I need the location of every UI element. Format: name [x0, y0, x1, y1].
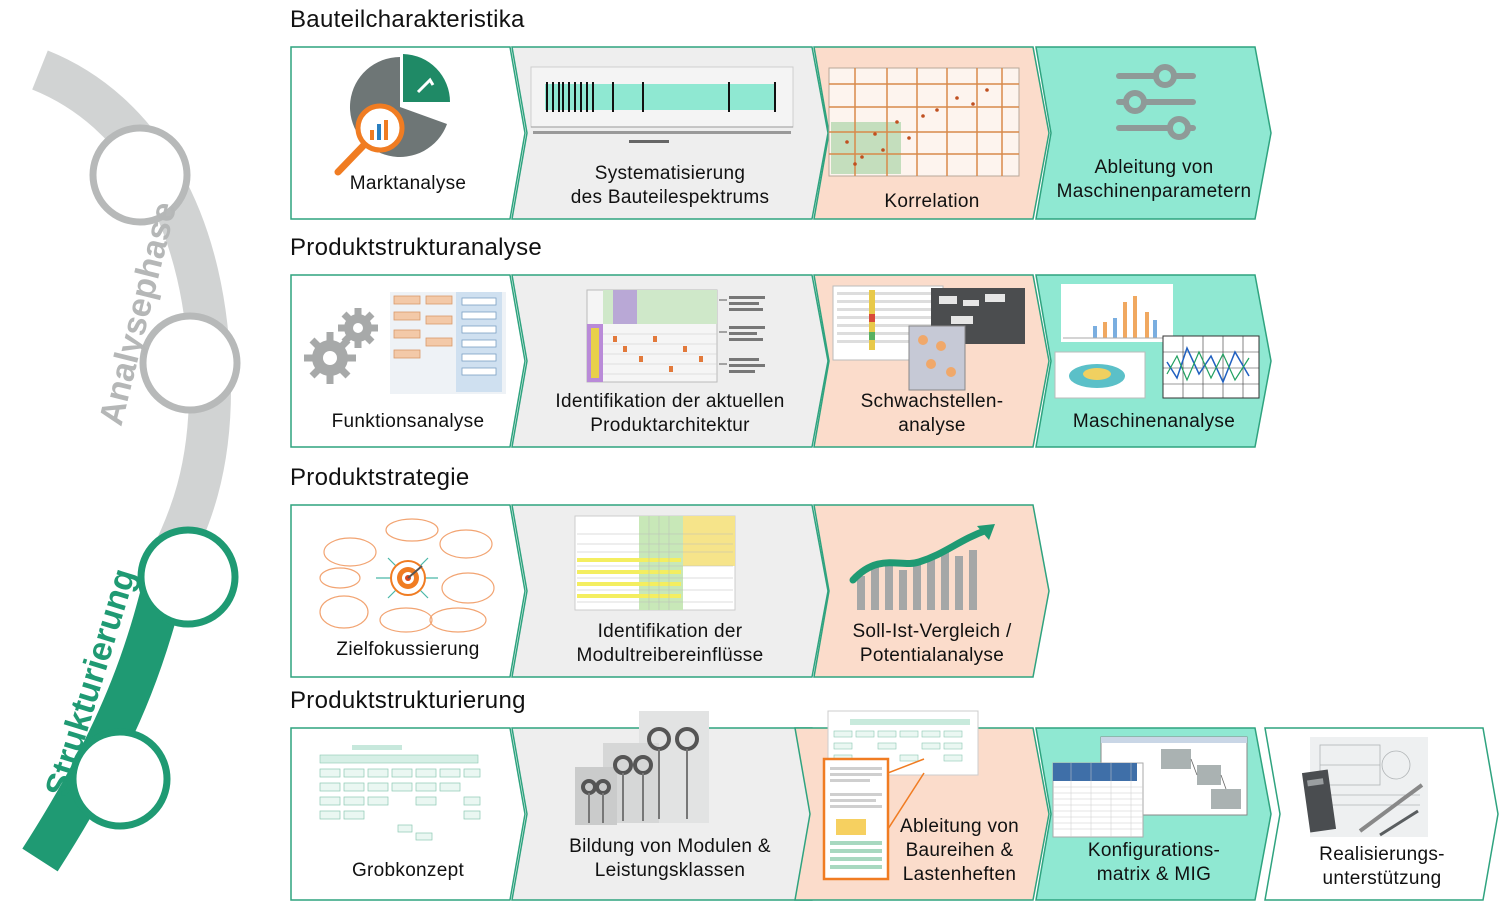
card-label-4-1: Grobkonzept — [351, 860, 465, 881]
card-module-leistungsklassen: Bildung von Modulen & Leistungsklassen — [511, 711, 829, 901]
concept-diagram — [319, 745, 481, 841]
card-label-4-3: Ableitung von Baureihen & Lastenheften — [899, 816, 1020, 885]
card-label-3-3: Soll-Ist-Vergleich / Potentialanalyse — [852, 621, 1012, 666]
milestone-circle-2 — [139, 312, 241, 414]
row-title-3: Produktstrategie — [290, 464, 470, 491]
card-label-2-2: Identifikation der aktuellen Produktarch… — [555, 391, 785, 436]
correlation-scatter-chart — [828, 67, 1020, 177]
card-grobkonzept: Grobkonzept — [290, 727, 526, 901]
card-modultreiber: Identifikation der Modultreibereinflüsse — [511, 504, 829, 678]
row-title-4: Produktstrukturierung — [290, 687, 526, 714]
card-label-1-1: Marktanalyse — [349, 173, 467, 194]
length-spectrum-chart — [530, 66, 794, 143]
card-label-1-2: Systematisierung des Bauteilespektrums — [570, 163, 770, 208]
card-label-2-1: Funktionsanalyse — [331, 411, 485, 432]
card-realisierung: Realisierungs- unterstützung — [1264, 727, 1500, 901]
card-systematisierung: Systematisierung des Bauteilespektrums — [511, 46, 829, 220]
gears-icon — [304, 308, 378, 384]
milestone-circle-4 — [69, 728, 171, 830]
card-label-2-3: Schwachstellen- analyse — [860, 391, 1004, 436]
card-label-1-3: Korrelation — [884, 191, 980, 212]
card-marktanalyse: Marktanalyse — [290, 46, 526, 220]
card-maschinenanalyse: Maschinenanalyse — [1035, 274, 1273, 448]
function-tree-diagram — [390, 292, 506, 394]
card-baureihen-lastenhefte: Ableitung von Baureihen & Lastenheften — [794, 710, 1051, 901]
card-label-3-2: Identifikation der Modultreibereinflüsse — [576, 621, 764, 666]
card-label-2-4: Maschinenanalyse — [1072, 411, 1236, 432]
phase-arc — [22, 50, 241, 872]
driver-table — [574, 515, 736, 611]
target-mindmap-icon — [319, 518, 495, 633]
pie-chart-magnifier-icon — [334, 54, 450, 176]
row-title-2: Produktstrukturanalyse — [290, 234, 543, 261]
sliders-icon — [1116, 64, 1196, 140]
spec-documents — [822, 710, 979, 881]
card-label-4-5: Realisierungs- unterstützung — [1319, 844, 1445, 889]
card-konfigurationsmatrix: Konfigurations- matrix & MIG — [1035, 727, 1273, 901]
card-schwachstellenanalyse: Schwachstellen- analyse — [813, 274, 1051, 448]
card-korrelation: Korrelation — [813, 46, 1051, 220]
architecture-matrix — [586, 289, 765, 383]
milestone-circle-3 — [137, 526, 239, 628]
card-zielfokussierung: Zielfokussierung — [290, 504, 526, 678]
card-maschinenparameter: Ableitung von Maschinenparametern — [1035, 46, 1273, 220]
config-matrix — [1052, 736, 1248, 838]
card-soll-ist: Soll-Ist-Vergleich / Potentialanalyse — [813, 504, 1051, 678]
card-label-4-4: Konfigurations- matrix & MIG — [1087, 840, 1221, 885]
row-title-1: Bauteilcharakteristika — [290, 6, 525, 33]
product-photos — [575, 711, 709, 825]
machine-charts — [1054, 284, 1260, 399]
card-label-1-4: Ableitung von Maschinenparametern — [1056, 157, 1252, 202]
card-produktarchitektur: Identifikation der aktuellen Produktarch… — [511, 274, 829, 448]
card-label-4-2: Bildung von Modulen & Leistungsklassen — [569, 836, 771, 881]
engineering-drawing — [1301, 737, 1428, 837]
card-label-3-1: Zielfokussierung — [336, 639, 480, 660]
card-funktionsanalyse: Funktionsanalyse — [290, 274, 526, 448]
milestone-circle-1 — [89, 124, 191, 226]
growth-bars-icon — [849, 524, 995, 610]
photo-collage — [832, 285, 1025, 391]
